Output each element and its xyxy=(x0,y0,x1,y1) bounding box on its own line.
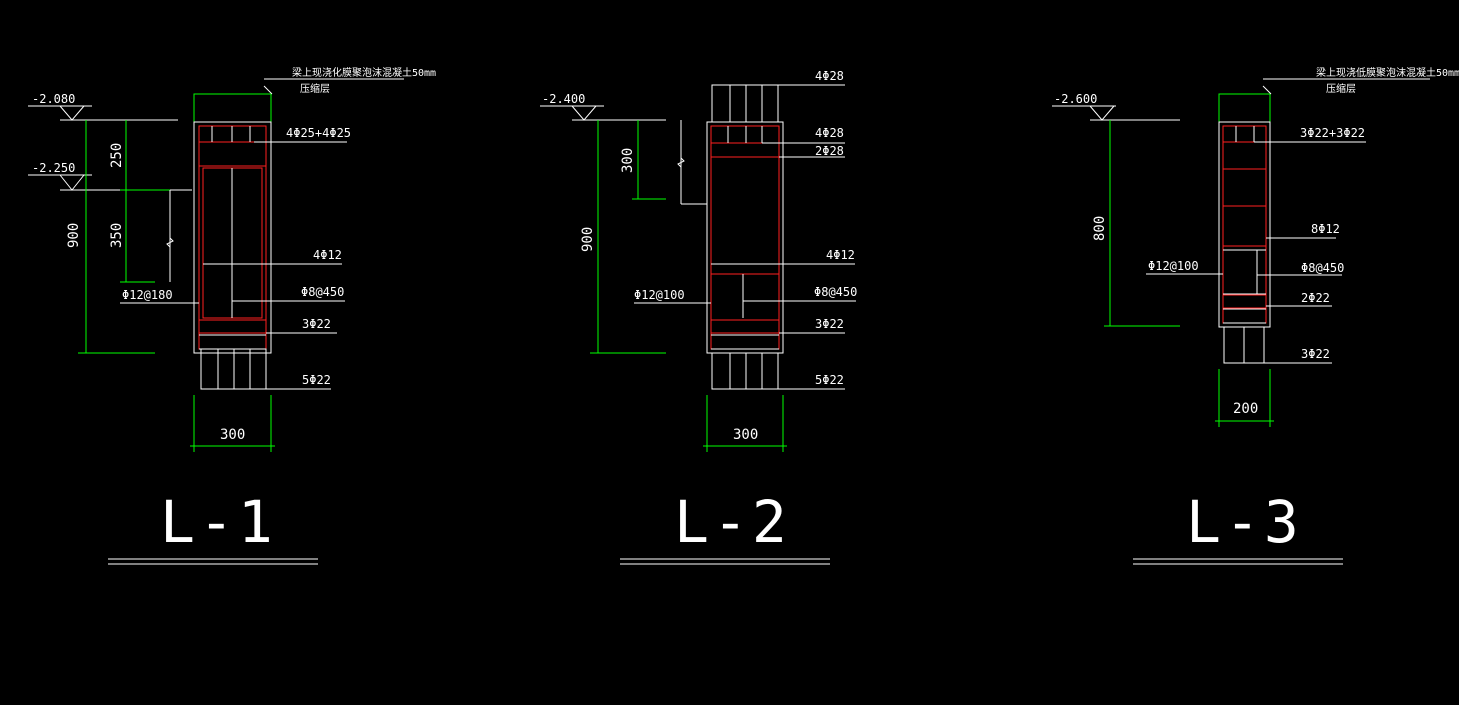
elevation-label: -2.080 xyxy=(32,92,75,106)
dimension-width: 200 xyxy=(1233,401,1258,417)
rebar-label-top-extension: 4Φ28 xyxy=(815,69,844,83)
rebar-label-side: 4Φ12 xyxy=(826,248,855,262)
top-extension-outline xyxy=(711,84,779,123)
rebar-label-bottom: 3Φ22 xyxy=(302,317,331,331)
rebar-label-top: 4Φ28 xyxy=(815,126,844,140)
dimension-l3-vertical: 800 xyxy=(1092,120,1180,327)
elevation-label: -2.250 xyxy=(32,161,75,175)
rebar-label-top-second: 2Φ28 xyxy=(815,144,844,158)
pile-outline xyxy=(711,352,779,390)
dimension-height: 800 xyxy=(1092,216,1108,241)
drawing-title: L-3 xyxy=(1186,488,1303,556)
drawing-title: L-2 xyxy=(674,488,791,556)
dimension-width: 300 xyxy=(733,427,758,443)
rebar-label-bottom: 2Φ22 xyxy=(1301,291,1330,305)
dimension-l2-width: 300 xyxy=(703,395,787,452)
dimension-b: 350 xyxy=(109,223,125,248)
elevation-marker-l3: -2.600 xyxy=(1052,92,1180,121)
beam-outline xyxy=(1218,121,1271,328)
elevation-marker-l1-top: -2.080 xyxy=(28,92,178,121)
elevation-label: -2.600 xyxy=(1054,92,1097,106)
rebar-label-tie: Φ8@450 xyxy=(301,285,344,299)
rebar-label-stirrup: Φ12@100 xyxy=(1148,259,1199,273)
dimension-height: 900 xyxy=(580,227,596,252)
topping-note: 梁上现浇化膜聚泡沫混凝土50mm xyxy=(292,66,436,79)
slab-topping-outline xyxy=(193,93,272,123)
rebar-label-pile: 5Φ22 xyxy=(815,373,844,387)
stirrup-outer xyxy=(710,125,780,350)
stirrup-outer xyxy=(1222,125,1267,324)
topping-note-sub: 压缩层 xyxy=(300,82,330,95)
rebar-label-stirrup: Φ12@180 xyxy=(122,288,173,302)
elevation-marker-l2: -2.400 xyxy=(540,92,666,121)
rebar-label-side: 4Φ12 xyxy=(313,248,342,262)
topping-note: 梁上现浇低膜聚泡沫混凝土50mm xyxy=(1316,66,1459,79)
rebar-label-tie: Φ8@450 xyxy=(814,285,857,299)
dimension-height: 900 xyxy=(66,223,82,248)
rebar-label-pile: 3Φ22 xyxy=(1301,347,1330,361)
dimension-a: 250 xyxy=(109,143,125,168)
section-l1: -2.080 -2.250 900 250 350 xyxy=(28,66,436,565)
dimension-a: 300 xyxy=(620,148,636,173)
rebar-label-stirrup: Φ12@100 xyxy=(634,288,685,302)
dimension-l2-vertical: 900 300 xyxy=(580,120,707,354)
dimension-l3-width: 200 xyxy=(1215,369,1274,427)
rebar-label-top: 4Φ25+4Φ25 xyxy=(286,126,351,140)
rebar-label-tie: Φ8@450 xyxy=(1301,261,1344,275)
topping-note-sub: 压缩层 xyxy=(1326,82,1356,95)
drawing-title: L-1 xyxy=(160,488,277,556)
section-l2: -2.400 900 300 xyxy=(540,69,857,565)
dimension-l1-vertical: 900 250 350 xyxy=(66,120,174,354)
dimension-l1-width: 300 xyxy=(190,395,275,452)
dimension-width: 300 xyxy=(220,427,245,443)
slab-topping-outline xyxy=(1218,93,1271,123)
rebar-label-pile: 5Φ22 xyxy=(302,373,331,387)
elevation-label: -2.400 xyxy=(542,92,585,106)
section-l3: -2.600 800 梁上现浇低膜聚泡沫混凝土50mm 压缩层 3Φ22+3Φ2… xyxy=(1052,66,1459,565)
beam-outline xyxy=(193,121,272,354)
rebar-label-side: 8Φ12 xyxy=(1311,222,1340,236)
rebar-label-bottom: 3Φ22 xyxy=(815,317,844,331)
rebar-label-top: 3Φ22+3Φ22 xyxy=(1300,126,1365,140)
